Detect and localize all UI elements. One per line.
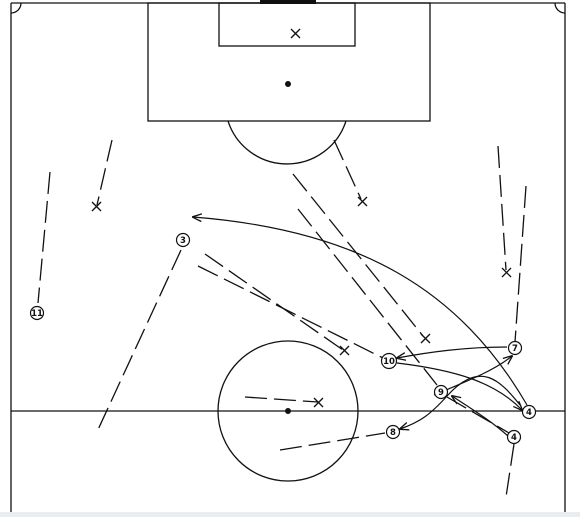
center-circle — [217, 340, 359, 482]
cross-marker — [91, 201, 102, 212]
cross-marker — [290, 28, 301, 39]
cross-marker — [313, 397, 324, 408]
player-4-ball: 4 — [521, 404, 537, 420]
player-11: 11 — [29, 305, 45, 321]
pitch-markings — [10, 0, 566, 512]
run-line — [497, 145, 507, 271]
player-number: 11 — [31, 309, 43, 319]
player-3: 3 — [175, 232, 191, 248]
cross-marker — [501, 267, 512, 278]
goal — [260, 0, 316, 4]
run-line — [244, 396, 319, 403]
pass-arrow — [452, 396, 509, 437]
pass-arrows — [193, 217, 528, 437]
run-line — [297, 208, 438, 386]
player-runs — [37, 139, 527, 498]
player-10: 10 — [380, 352, 398, 370]
penalty-arc — [227, 120, 347, 165]
cross-marker — [357, 196, 368, 207]
run-line — [279, 432, 386, 451]
run-line — [197, 265, 384, 359]
run-line — [446, 396, 510, 434]
corner-arc-right — [554, 2, 566, 14]
run-line — [505, 443, 515, 498]
player-9: 9 — [433, 384, 449, 400]
pass-arrow — [397, 346, 508, 358]
player-7: 7 — [507, 340, 523, 356]
player-number: 9 — [438, 388, 444, 398]
run-line — [204, 253, 344, 351]
penalty-spot — [285, 81, 291, 87]
corner-arc-left — [10, 2, 22, 14]
cross-marker — [339, 345, 350, 356]
player-4-lower: 4 — [506, 429, 522, 445]
player-number: 4 — [511, 433, 517, 443]
player-number: 3 — [180, 236, 186, 246]
run-line — [292, 173, 424, 337]
window-bottom-edge — [0, 512, 580, 517]
pass-arrow — [193, 217, 528, 406]
player-number: 7 — [512, 344, 518, 354]
goal-area — [218, 2, 356, 47]
run-line — [333, 139, 362, 200]
center-spot — [285, 408, 291, 414]
player-number: 10 — [383, 357, 395, 367]
player-number: 4 — [526, 408, 532, 418]
penalty-area — [147, 2, 431, 122]
player-8: 8 — [385, 424, 401, 440]
player-number: 8 — [390, 428, 396, 438]
run-line — [96, 139, 113, 206]
players: 3 11 10 9 8 7 4 4 — [29, 232, 537, 445]
run-line — [37, 171, 51, 304]
pass-arrow — [400, 375, 521, 429]
run-line — [514, 185, 527, 343]
run-line — [95, 249, 182, 435]
